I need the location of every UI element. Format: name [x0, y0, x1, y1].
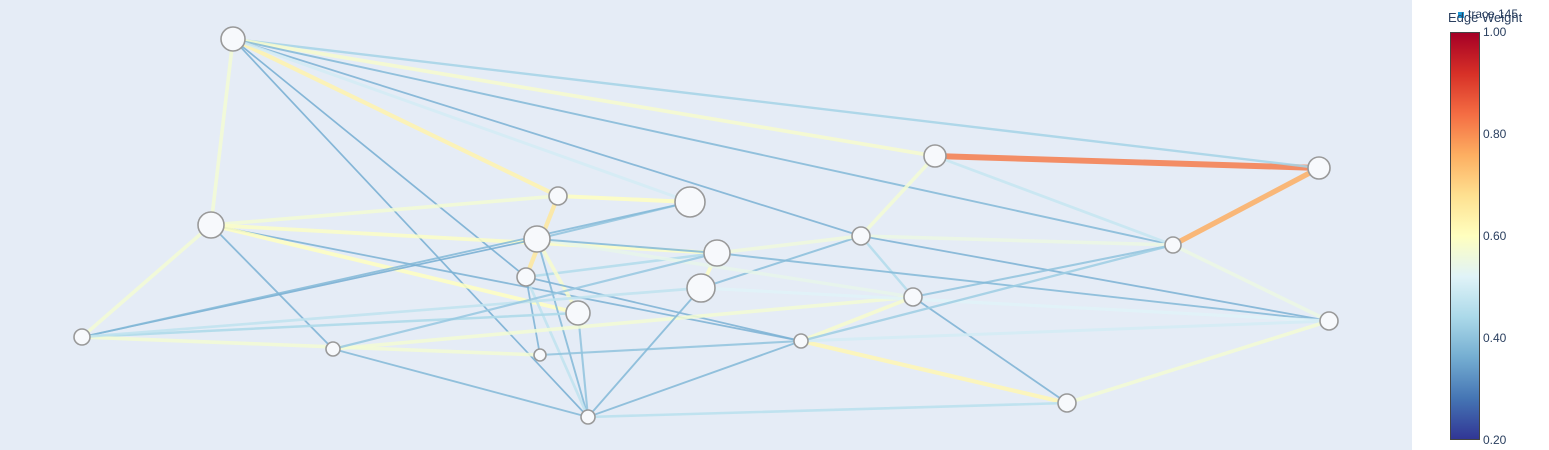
node[interactable] [523, 225, 551, 253]
node[interactable] [1307, 156, 1331, 180]
node[interactable] [1164, 236, 1182, 254]
colorbar-tick: 0.80 [1483, 127, 1507, 141]
edge [576, 311, 590, 419]
edge-layer [80, 36, 1331, 419]
colorbar-title: Edge Weight [1448, 10, 1523, 25]
edge [912, 296, 1068, 404]
node[interactable] [1319, 311, 1339, 331]
legend-marker-icon [1458, 11, 1464, 18]
node[interactable] [533, 348, 547, 362]
edge [209, 223, 719, 255]
edge [933, 154, 1175, 247]
edge [538, 339, 803, 357]
edge [210, 224, 802, 342]
node[interactable] [516, 267, 536, 287]
plot-area [0, 0, 1412, 450]
edge [1170, 165, 1322, 248]
node[interactable] [548, 186, 568, 206]
edge [80, 286, 703, 339]
edge [230, 36, 561, 199]
edge [81, 201, 691, 338]
node[interactable] [73, 328, 91, 346]
edge [525, 276, 802, 342]
edge [231, 37, 937, 158]
edge [700, 235, 862, 289]
edge [209, 37, 235, 227]
colorbar [1450, 32, 1480, 440]
edge [332, 348, 589, 418]
edge [80, 223, 213, 339]
edge [715, 234, 863, 255]
edge [859, 234, 1175, 247]
node[interactable] [903, 287, 923, 307]
node-layer [73, 26, 1339, 425]
edge [231, 37, 1321, 170]
edge [799, 295, 915, 343]
edge [859, 234, 915, 299]
edge [798, 338, 1070, 406]
edge [232, 38, 527, 278]
edge [536, 238, 718, 254]
edge [699, 286, 1331, 323]
colorbar-tick: 0.40 [1483, 331, 1507, 345]
edge [231, 37, 692, 204]
node[interactable] [565, 300, 591, 326]
edge [911, 243, 1175, 299]
edge [535, 237, 915, 299]
node[interactable] [793, 333, 809, 349]
edge [210, 224, 334, 350]
edge [587, 340, 802, 418]
edge [80, 335, 542, 357]
legend-label: trace 145 [1468, 7, 1519, 21]
edge [1065, 319, 1331, 405]
node[interactable] [923, 144, 947, 168]
node[interactable] [674, 186, 706, 218]
node[interactable] [686, 273, 716, 303]
node[interactable] [851, 226, 871, 246]
colorbar-tick: 0.20 [1483, 433, 1507, 447]
network-graph [73, 26, 1339, 425]
edge [232, 38, 1174, 246]
legend[interactable]: trace 145 [1458, 7, 1518, 21]
edge [331, 295, 915, 351]
node[interactable] [325, 341, 341, 357]
edge [586, 401, 1069, 419]
edge [1171, 243, 1331, 323]
node[interactable] [220, 26, 246, 52]
node[interactable] [703, 239, 731, 267]
edge [556, 194, 692, 204]
edge [535, 237, 580, 315]
node[interactable] [197, 211, 225, 239]
node[interactable] [1057, 393, 1077, 413]
edge [232, 38, 862, 237]
edge [859, 154, 937, 238]
colorbar-tick: 0.60 [1483, 229, 1507, 243]
edge [716, 252, 1330, 322]
edge [209, 194, 560, 227]
edge [799, 319, 1331, 343]
colorbar-tick: 1.00 [1483, 25, 1507, 39]
edge [932, 153, 1322, 171]
edge [331, 251, 719, 351]
edge [799, 243, 1175, 343]
node[interactable] [580, 409, 596, 425]
edge [860, 235, 1330, 322]
edge [587, 287, 702, 418]
edge [80, 311, 580, 339]
